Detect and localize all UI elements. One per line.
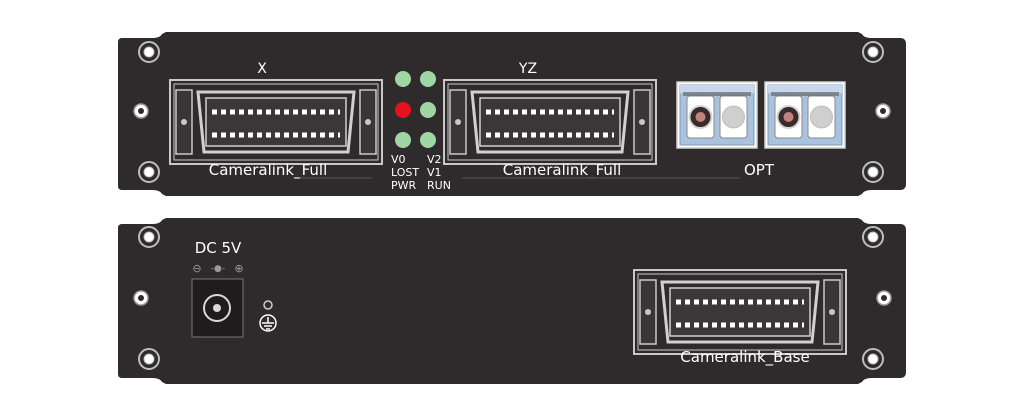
led-label-lost: LOST bbox=[391, 166, 419, 179]
mounting-hole-icon bbox=[138, 41, 160, 63]
cameralink-x-connector bbox=[170, 80, 382, 164]
screw-icon bbox=[875, 103, 891, 119]
mounting-hole-icon bbox=[862, 161, 884, 183]
sfp-port-1 bbox=[676, 81, 758, 149]
led-pwr bbox=[395, 132, 411, 148]
led-lost bbox=[395, 102, 411, 118]
mounting-hole-icon bbox=[862, 41, 884, 63]
led-label-run: RUN bbox=[427, 179, 451, 192]
led-label-v2: V2 bbox=[427, 153, 442, 166]
dc-5v-label: DC 5V bbox=[195, 239, 242, 257]
mounting-hole-icon bbox=[862, 226, 884, 248]
screw-icon bbox=[133, 290, 149, 306]
port-yz-label: YZ bbox=[518, 61, 537, 77]
opt-label: OPT bbox=[744, 161, 775, 179]
rear-panel: DC 5V ⊖ -●- ⊕ Cameralink_Base bbox=[118, 218, 906, 384]
led-run bbox=[420, 132, 436, 148]
mounting-hole-icon bbox=[138, 161, 160, 183]
cameralink-base-connector bbox=[634, 270, 846, 354]
polarity-center-icon: -●- bbox=[211, 264, 225, 274]
polarity-minus-icon: ⊖ bbox=[192, 262, 201, 275]
led-v2 bbox=[420, 71, 436, 87]
ground-icon bbox=[259, 300, 277, 332]
port-x-label: X bbox=[257, 61, 267, 77]
dc-power-jack bbox=[191, 278, 244, 338]
polarity-plus-icon: ⊕ bbox=[234, 262, 243, 275]
mounting-hole-icon bbox=[138, 348, 160, 370]
led-label-v0: V0 bbox=[391, 153, 406, 166]
front-panel: X YZ Cameralink_Full Cameralink_Full OPT… bbox=[118, 32, 906, 196]
led-v0 bbox=[395, 71, 411, 87]
cameralink-base-label: Cameralink_Base bbox=[680, 348, 809, 367]
mounting-hole-icon bbox=[862, 348, 884, 370]
sfp-port-2 bbox=[764, 81, 846, 149]
led-label-pwr: PWR bbox=[391, 179, 417, 192]
mounting-hole-icon bbox=[138, 226, 160, 248]
cameralink-yz-connector bbox=[444, 80, 656, 164]
cameralink-x-label: Cameralink_Full bbox=[209, 161, 328, 180]
led-v1 bbox=[420, 102, 436, 118]
led-label-v1: V1 bbox=[427, 166, 442, 179]
screw-icon bbox=[876, 290, 892, 306]
cameralink-yz-label: Cameralink_Full bbox=[503, 161, 622, 180]
screw-icon bbox=[133, 103, 149, 119]
